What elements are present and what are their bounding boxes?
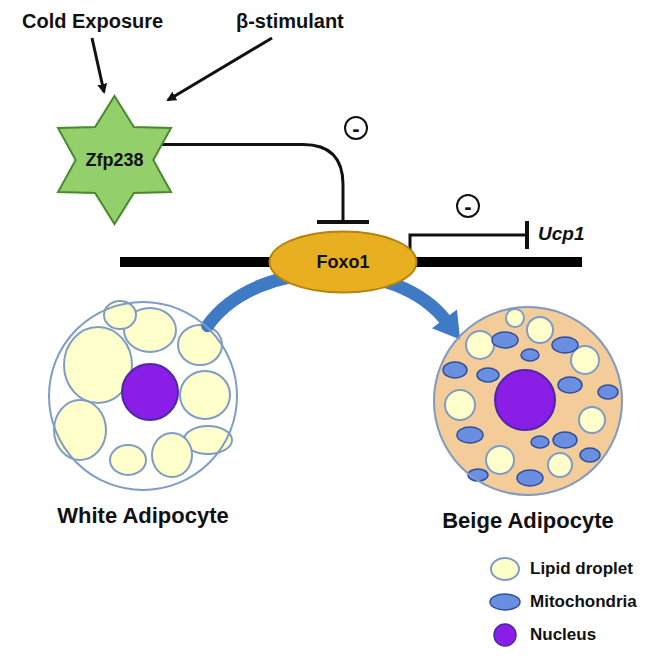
connector (160, 144, 369, 222)
stimulus-label: β-stimulant (236, 10, 344, 33)
minus-sign: - (344, 116, 368, 140)
legend-swatch (488, 556, 522, 582)
stimulus-label: Cold Exposure (22, 10, 163, 33)
legend-text: Mitochondria (530, 592, 637, 612)
legend-row: Lipid droplet (488, 556, 633, 582)
stimulus-arrow (168, 38, 272, 100)
stimulus-arrow (92, 38, 104, 92)
legend-text: Lipid droplet (530, 559, 633, 579)
transcription-factor: Foxo1 (268, 230, 418, 294)
node-shape (48, 301, 238, 491)
regulator-star: Zfp238 (47, 95, 182, 225)
inhibition-bar (525, 221, 529, 249)
legend-swatch (488, 589, 522, 615)
white-adipocyte: White Adipocyte (48, 301, 238, 491)
promoter-line (410, 235, 525, 257)
beige-adipocyte: Beige Adipocyte (433, 306, 623, 496)
node-shape (433, 306, 623, 496)
legend-text: Nucleus (530, 625, 596, 645)
white-adipocyte-cell (48, 301, 238, 491)
legend-swatch (488, 622, 522, 648)
minus-sign: - (456, 194, 480, 218)
node-label: Foxo1 (316, 252, 369, 273)
legend-row: Mitochondria (488, 589, 637, 615)
node-label: Beige Adipocyte (442, 508, 614, 534)
legend-row: Nucleus (488, 622, 596, 648)
gene-label: Ucp1 (538, 223, 584, 245)
node-label: Zfp238 (85, 150, 143, 171)
beige-adipocyte-cell (433, 306, 623, 496)
node-label: White Adipocyte (57, 503, 229, 529)
